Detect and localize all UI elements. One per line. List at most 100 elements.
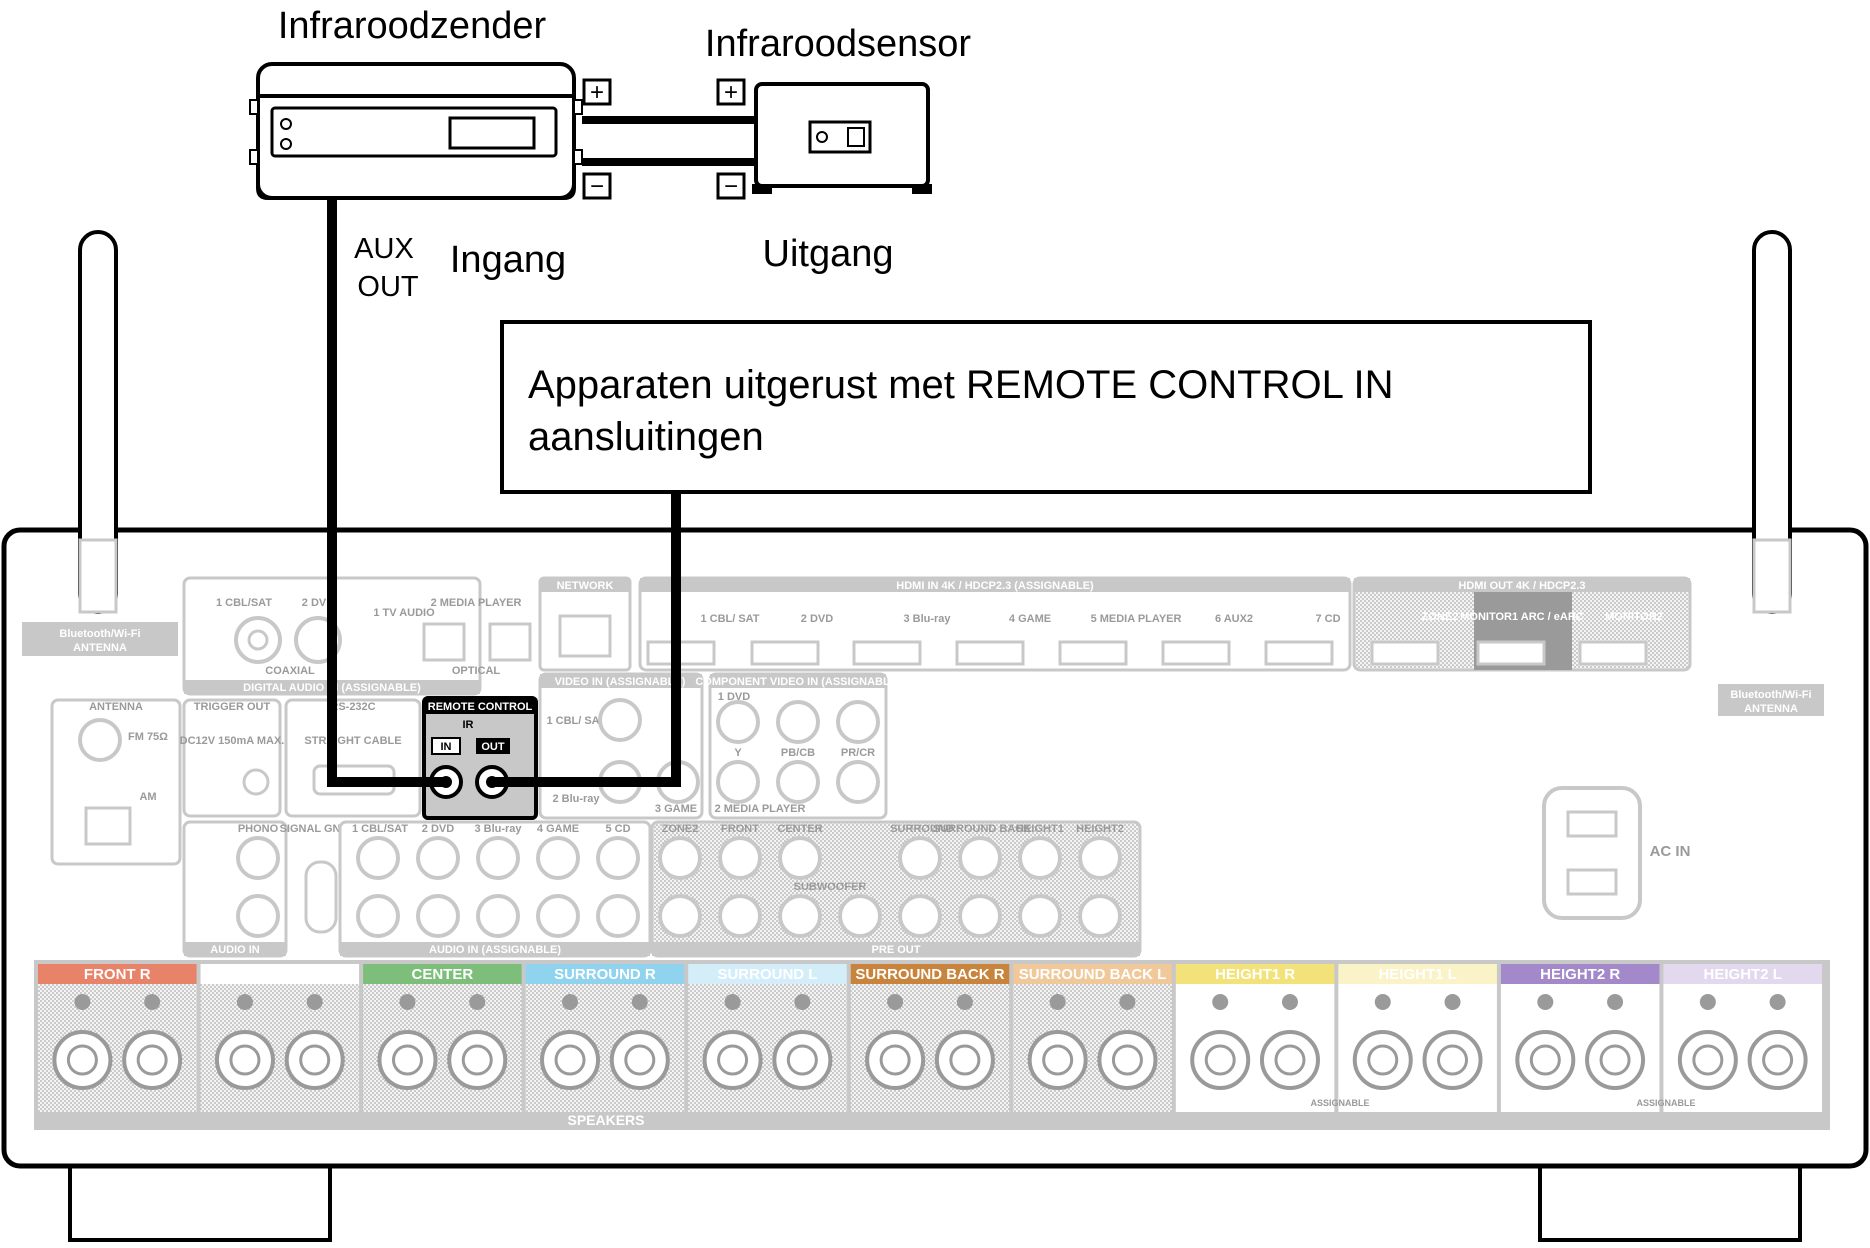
audio-in-4: 4 GAME bbox=[537, 823, 579, 835]
speaker-terminal-core-9-0 bbox=[1529, 1044, 1561, 1076]
pre-out-center: CENTER bbox=[777, 823, 822, 835]
network-label: NETWORK bbox=[557, 580, 614, 592]
speaker-polarity-mark-6-0 bbox=[1049, 994, 1066, 1010]
speaker-polarity-mark-0-0 bbox=[74, 994, 91, 1010]
speaker-terminal-core-10-1 bbox=[1762, 1044, 1794, 1076]
cable-remote-out-to-device bbox=[492, 492, 681, 787]
coaxial-label: COAXIAL bbox=[265, 665, 315, 677]
bt-antenna-right-label-2: ANTENNA bbox=[1744, 703, 1798, 715]
speaker-label-0: FRONT R bbox=[84, 966, 151, 983]
callout-line-1: Apparaten uitgerust met REMOTE CONTROL I… bbox=[528, 363, 1393, 407]
signal-gnd-label: SIGNAL GND bbox=[280, 823, 349, 835]
bluetooth-antenna-left bbox=[78, 230, 118, 614]
component-in-2: 2 MEDIA PLAYER bbox=[715, 803, 806, 815]
pre-out-subwoofer: SUBWOOFER bbox=[794, 881, 867, 893]
audio-in-assignable-label: AUDIO IN (ASSIGNABLE) bbox=[429, 944, 561, 956]
aux-out-label-2: OUT bbox=[357, 271, 419, 303]
speaker-polarity-mark-3-0 bbox=[562, 994, 579, 1010]
audio-in-label: AUDIO IN bbox=[210, 944, 260, 956]
speaker-header-2 bbox=[363, 964, 522, 984]
speaker-polarity-mark-4-1 bbox=[794, 994, 811, 1010]
pre-out-front: FRONT bbox=[721, 823, 759, 835]
speaker-polarity-mark-1-0 bbox=[236, 994, 253, 1010]
digital-input-3: 1 TV AUDIO bbox=[373, 607, 435, 619]
speaker-terminal-core-8-1 bbox=[1437, 1044, 1469, 1076]
speaker-label-9: HEIGHT2 R bbox=[1540, 966, 1620, 983]
speaker-label-7: HEIGHT1 R bbox=[1215, 966, 1295, 983]
pre-out-surround-back: SURROUND BACK bbox=[933, 823, 1031, 835]
transmitter-plus-mark bbox=[582, 78, 612, 106]
speaker-header-4 bbox=[688, 964, 847, 984]
component-y: Y bbox=[734, 747, 742, 759]
speaker-terminal-core-1-1 bbox=[299, 1044, 331, 1076]
audio-in-3: 3 Blu-ray bbox=[474, 823, 522, 835]
speaker-polarity-mark-3-1 bbox=[631, 994, 648, 1010]
hdmi-out-header: HDMI OUT 4K / HDCP2.3 bbox=[1458, 580, 1585, 592]
digital-input-2: 2 DVD bbox=[302, 597, 334, 609]
speaker-terminal-core-2-0 bbox=[391, 1044, 423, 1076]
speaker-terminal-core-5-0 bbox=[879, 1044, 911, 1076]
speaker-header-6 bbox=[1013, 964, 1172, 984]
speaker-label-8: HEIGHT1 L bbox=[1378, 966, 1456, 983]
speaker-polarity-mark-2-0 bbox=[399, 994, 416, 1010]
receiver-foot-right bbox=[1538, 1162, 1802, 1242]
speaker-terminal-core-7-1 bbox=[1274, 1044, 1306, 1076]
speaker-header-7 bbox=[1175, 964, 1335, 984]
pre-out-height1: HEIGHT1 bbox=[1016, 823, 1064, 835]
speaker-terminal-core-0-0 bbox=[66, 1044, 98, 1076]
speaker-label-1: FRONT L bbox=[247, 966, 312, 983]
hdmi-in-1: 1 CBL/ SAT bbox=[700, 613, 759, 625]
straight-cable-label: STRAIGHT CABLE bbox=[304, 735, 401, 747]
am-label: AM bbox=[139, 791, 156, 803]
ir-transmitter-device bbox=[249, 62, 583, 200]
hdmi-in-6: 6 AUX2 bbox=[1215, 613, 1253, 625]
bt-antenna-left-label-2: ANTENNA bbox=[73, 642, 127, 654]
pre-out-height2: HEIGHT2 bbox=[1076, 823, 1124, 835]
speaker-polarity-mark-1-1 bbox=[306, 994, 323, 1010]
receiver-foot-left bbox=[68, 1162, 332, 1242]
speaker-header-8 bbox=[1338, 964, 1497, 984]
speaker-polarity-mark-8-0 bbox=[1374, 994, 1391, 1010]
video-in-label: VIDEO IN (ASSIGNABLE) bbox=[555, 676, 686, 688]
input-label: Ingang bbox=[450, 239, 566, 281]
sensor-plus-mark bbox=[716, 78, 746, 106]
speaker-polarity-mark-4-0 bbox=[724, 994, 741, 1010]
speaker-polarity-mark-2-1 bbox=[469, 994, 486, 1010]
ir-transmitter-label: Infraroodzender bbox=[278, 5, 547, 47]
pre-out-zone2: ZONE2 bbox=[662, 823, 699, 835]
speaker-polarity-mark-7-0 bbox=[1212, 994, 1229, 1010]
bluetooth-antenna-right bbox=[1752, 230, 1792, 614]
speaker-terminal-core-4-0 bbox=[717, 1044, 749, 1076]
aux-out-label-1: AUX bbox=[354, 233, 414, 265]
video-in-2: 2 Blu-ray bbox=[552, 793, 600, 805]
remote-in-label: IN bbox=[441, 741, 452, 753]
audio-in-5: 5 CD bbox=[605, 823, 630, 835]
speaker-header-9 bbox=[1500, 964, 1660, 984]
ir-label: IR bbox=[463, 719, 474, 731]
speaker-polarity-mark-7-1 bbox=[1281, 994, 1298, 1010]
output-label: Uitgang bbox=[763, 233, 894, 275]
receiver-rear-panel: Bluetooth/Wi-Fi ANTENNA Bluetooth/Wi-Fi … bbox=[1, 230, 1869, 1242]
assignable-label-2: ASSIGNABLE bbox=[1636, 1098, 1695, 1108]
remote-out-label: OUT bbox=[481, 741, 505, 753]
hdmi-input-ports: 1 CBL/ SAT 2 DVD 3 Blu-ray 4 GAME 5 MEDI… bbox=[646, 613, 1341, 666]
speaker-label-4: SURROUND L bbox=[717, 966, 817, 983]
ir-sensor-label: Infraroodsensor bbox=[705, 23, 971, 65]
assignable-label-1: ASSIGNABLE bbox=[1310, 1098, 1369, 1108]
trigger-spec: DC12V 150mA MAX. bbox=[180, 735, 285, 747]
video-in-1: 1 CBL/ SAT bbox=[546, 715, 605, 727]
speaker-terminal-core-7-0 bbox=[1204, 1044, 1236, 1076]
callout-line-2: aansluitingen bbox=[528, 415, 764, 459]
speaker-polarity-mark-6-1 bbox=[1119, 994, 1136, 1010]
speaker-polarity-mark-5-1 bbox=[956, 994, 973, 1010]
hdmi-in-2: 2 DVD bbox=[801, 613, 833, 625]
component-pr: PR/CR bbox=[841, 747, 875, 759]
speaker-terminal-core-4-1 bbox=[786, 1044, 818, 1076]
speaker-label-2: CENTER bbox=[412, 966, 474, 983]
speaker-polarity-mark-9-1 bbox=[1607, 994, 1624, 1010]
hdmi-out-monitor2: MONITOR2 bbox=[1605, 611, 1663, 623]
speaker-label-10: HEIGHT2 L bbox=[1704, 966, 1782, 983]
remote-control-label: REMOTE CONTROL bbox=[428, 701, 533, 713]
